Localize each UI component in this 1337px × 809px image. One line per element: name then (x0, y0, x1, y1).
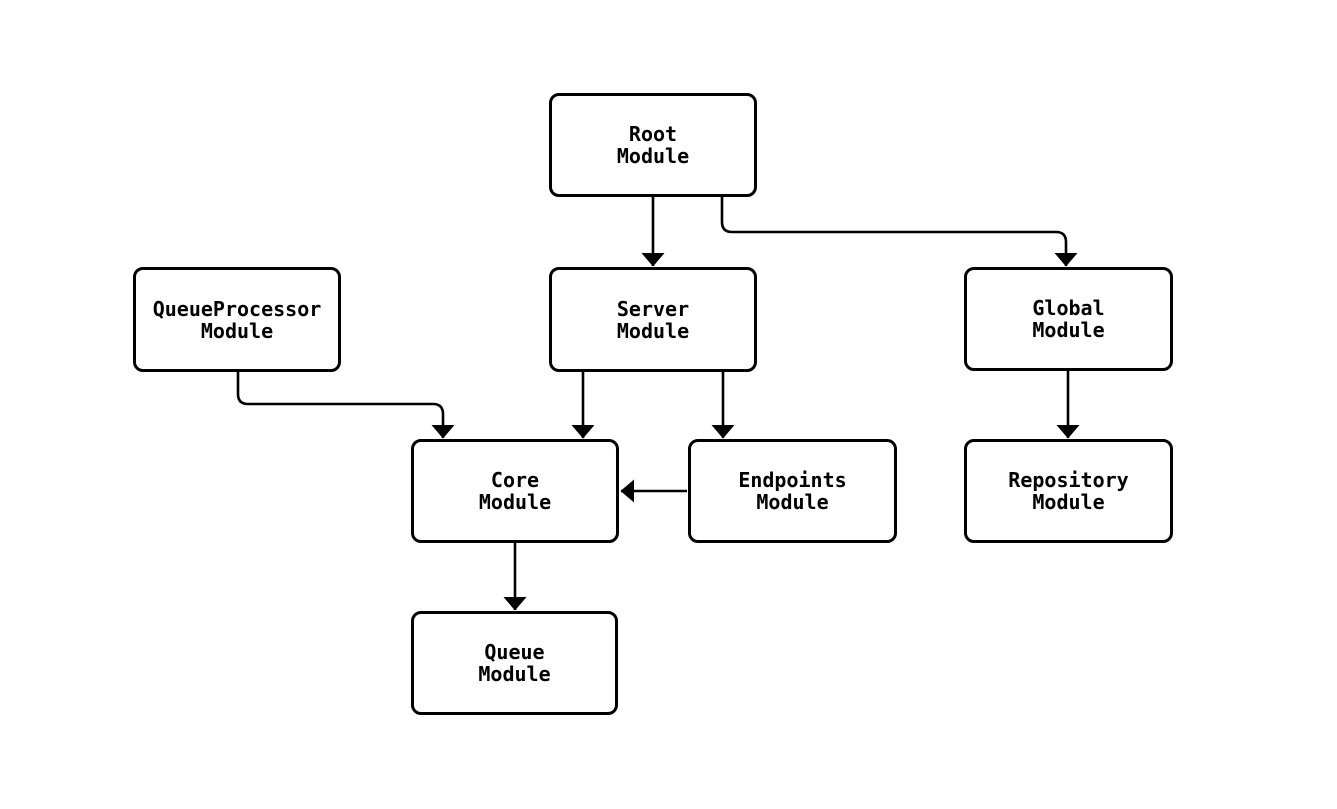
edge-root-to-global (720, 197, 1078, 267)
node-server-label-line: Module (616, 318, 690, 343)
node-queue-label-line: Queue (484, 640, 545, 664)
edge-queueprocessor-to-core (236, 372, 455, 439)
node-repository-label-line: Repository (1008, 468, 1129, 492)
node-root-label-line: Root (628, 122, 678, 146)
node-core-label-line: Core (490, 468, 540, 492)
node-endpoints-label-line: Module (756, 490, 829, 514)
node-repository-label-line: Module (1032, 490, 1105, 514)
node-global-label-line: Global (1032, 296, 1105, 320)
node-endpoints-label-line: Endpoints (738, 468, 847, 492)
node-global-label-line: Module (1032, 318, 1105, 342)
node-queueprocessor-label-line: Module (200, 318, 274, 343)
node-root-label-line: Module (616, 144, 690, 168)
edge-group (236, 197, 1080, 611)
node-core-label-line: Module (478, 490, 552, 514)
node-queue-label-line: Module (478, 662, 551, 686)
node-queueprocessor-label-line: QueueProcessor (152, 296, 322, 321)
node-server-label-line: Server (616, 296, 690, 321)
